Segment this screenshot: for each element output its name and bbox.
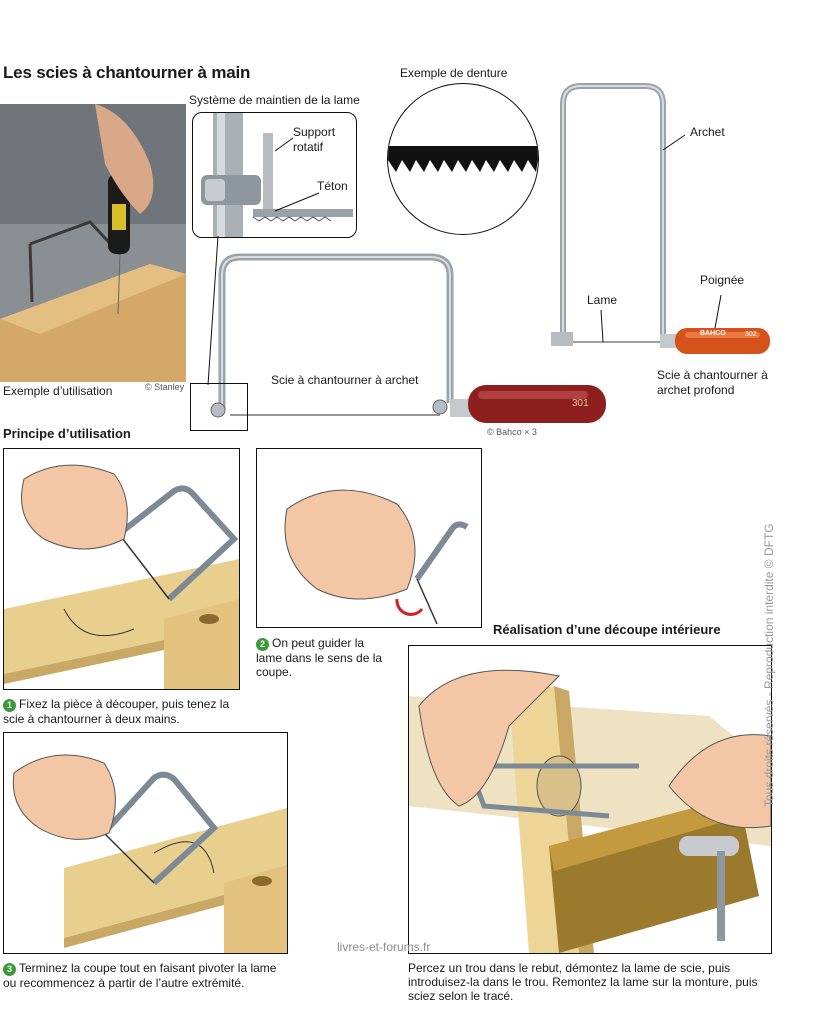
- interior-caption: Percez un trou dans le rebut, démontez l…: [408, 961, 758, 1003]
- step-3-illustration: [3, 732, 288, 954]
- support-label: Support rotatif: [293, 125, 336, 154]
- deep-saw-brand: BAHCO: [700, 330, 726, 337]
- principle-title: Principe d’utilisation: [3, 426, 131, 441]
- teeth-detail: [387, 83, 539, 235]
- page-title: Les scies à chantourner à main: [3, 63, 251, 82]
- holder-title: Système de maintien de la lame: [189, 93, 360, 107]
- watermark: livres-et-forums.fr: [337, 940, 431, 954]
- step-2-badge: 2: [256, 638, 269, 651]
- step-1-badge: 1: [3, 699, 16, 712]
- interior-title: Réalisation d’une découpe intérieure: [493, 622, 721, 637]
- deep-saw-drawing: [551, 83, 770, 354]
- deep-saw-handle-number: 302: [745, 331, 757, 338]
- archet-handle-number: 301: [572, 398, 589, 409]
- detail-callout-box: [190, 383, 248, 431]
- teeth-title: Exemple de denture: [400, 66, 508, 80]
- step-3-badge: 3: [3, 963, 16, 976]
- teton-label: Téton: [317, 179, 348, 193]
- photo-credit: © Stanley: [145, 382, 185, 392]
- rights-notice: Tous droits réservés - Reproduction inte…: [762, 523, 776, 807]
- detail-connector: [207, 235, 219, 386]
- step-2-illustration: [256, 448, 482, 628]
- archet-saw-credit: © Bahco × 3: [487, 427, 537, 437]
- step-1-illustration: [3, 448, 240, 690]
- archet-label: Archet: [690, 125, 725, 139]
- deep-saw-caption: Scie à chantourner à archet profond: [657, 368, 768, 397]
- lame-label: Lame: [587, 293, 618, 307]
- usage-photo: [0, 104, 186, 382]
- archet-saw-drawing: [210, 253, 606, 423]
- blade-holder-detail: Support rotatif Téton: [192, 112, 357, 238]
- poignee-label: Poignée: [700, 273, 745, 287]
- interior-illustration: [408, 645, 772, 954]
- photo-caption: Exemple d’utilisation: [3, 384, 113, 398]
- archet-saw-label: Scie à chantourner à archet: [271, 373, 419, 387]
